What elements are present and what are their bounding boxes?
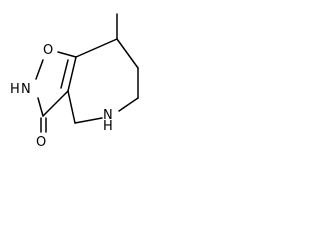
atom-h5-label: H bbox=[103, 119, 113, 134]
bond-n5-c4 bbox=[74, 117, 103, 124]
bond-c3-c3a bbox=[42, 90, 69, 117]
bond-n2-c3 bbox=[37, 97, 44, 117]
atom-h2-label: H bbox=[10, 82, 20, 97]
bond-c6-n5 bbox=[118, 97, 139, 112]
bond-c8-c7a bbox=[75, 38, 118, 58]
bond-c3a-c7a-inner bbox=[60, 59, 69, 89]
bond-c8-c7 bbox=[116, 38, 139, 69]
atom-o3-label: O bbox=[36, 135, 46, 150]
atom-o1-label: O bbox=[43, 43, 53, 58]
atom-n5-label: N bbox=[103, 108, 113, 123]
atom-n2-label: N bbox=[21, 82, 31, 97]
structure-canvas: O H N O N H bbox=[0, 0, 169, 166]
bond-c7a-o1 bbox=[57, 51, 77, 58]
molecule-diagram: O H N O N H bbox=[10, 13, 139, 150]
bond-o1-n2 bbox=[35, 59, 44, 80]
bond-c4-c3a bbox=[67, 90, 76, 124]
bond-c3a-c7a bbox=[67, 56, 77, 92]
